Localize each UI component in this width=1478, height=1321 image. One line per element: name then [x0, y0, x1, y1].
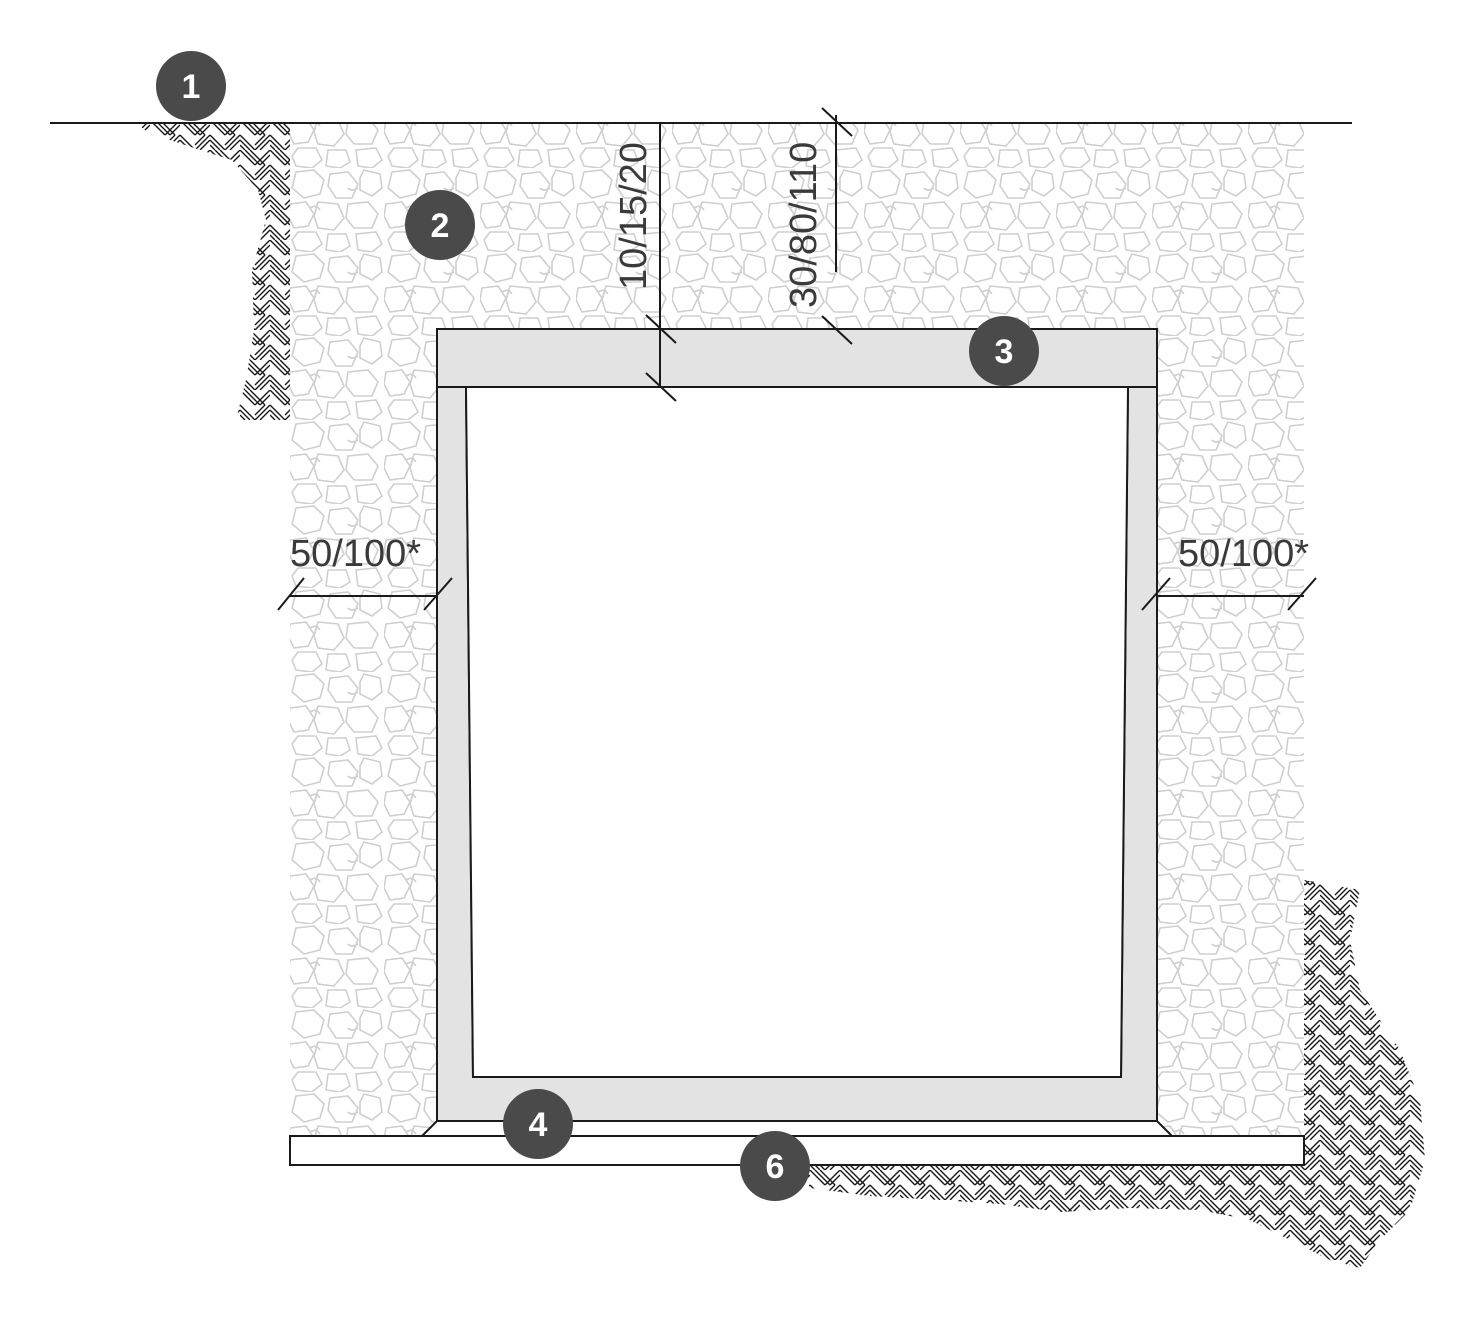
dim-side-right: 50/100* — [1178, 533, 1309, 575]
dim-side-left: 50/100* — [290, 533, 421, 575]
marker-4-label: 4 — [529, 1106, 548, 1144]
marker-4: 4 — [503, 1089, 573, 1159]
marker-1-label: 1 — [182, 68, 201, 106]
dim-cover-thickness: 10/15/20 — [613, 142, 655, 290]
marker-1: 1 — [156, 51, 226, 121]
marker-6: 6 — [740, 1131, 810, 1201]
cover-slab — [436, 328, 1158, 388]
bedding-layer — [419, 1120, 1175, 1137]
culvert-interior — [464, 386, 1130, 1078]
marker-3: 3 — [969, 316, 1039, 386]
soil-hatch-bottom-right — [800, 880, 1425, 1268]
dimension-lines — [277, 107, 1317, 611]
marker-6-label: 6 — [766, 1148, 785, 1186]
marker-2: 2 — [405, 190, 475, 260]
marker-3-label: 3 — [995, 333, 1014, 371]
marker-2-label: 2 — [431, 207, 450, 245]
soil-hatch-top-left — [136, 123, 290, 420]
dim-burial-depth: 30/80/110 — [783, 142, 825, 308]
box-culvert — [436, 328, 1158, 1122]
